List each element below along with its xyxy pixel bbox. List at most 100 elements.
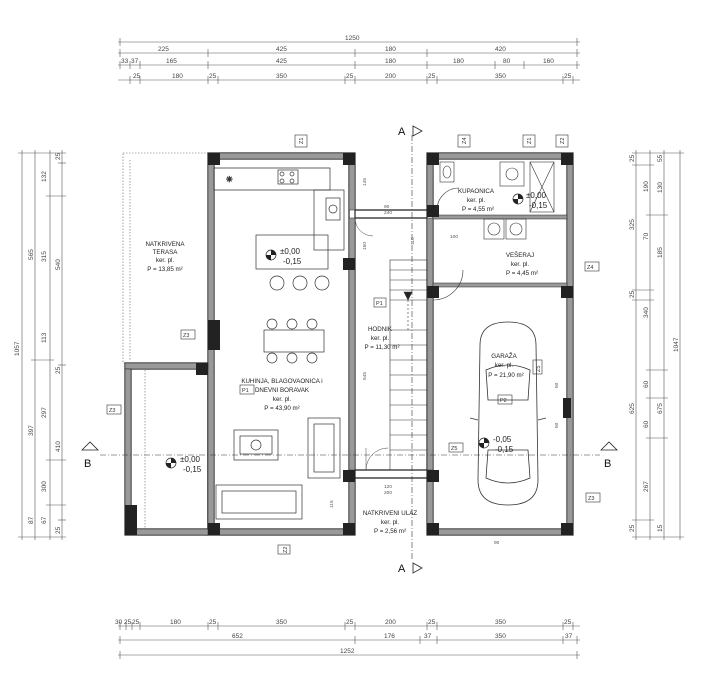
svg-text:✳: ✳ (226, 175, 233, 184)
room-garaza: GARAŽA ker. pl. P = 21,90 m² (488, 352, 523, 379)
room-hodnik: HODNIK ker. pl. P = 11,30 m² (364, 326, 399, 351)
inner-dim-90: 90 (384, 204, 390, 210)
dim-right-14: 267 (643, 481, 650, 492)
room-garaza-name: GARAŽA (491, 352, 517, 360)
dim-top-r3-7: 80 (503, 58, 511, 65)
dim-right-12: 625 (629, 403, 636, 414)
tag-z3-right: Z3 (588, 496, 594, 502)
room-veseraj-name: VEŠERAJ (506, 252, 534, 259)
dim-top-r4-8: 350 (495, 73, 506, 80)
room-kupaonica-area: P = 4,55 m² (462, 206, 494, 213)
room-ulaz-area: P = 2,56 m² (374, 528, 406, 535)
garage-car (469, 321, 547, 506)
dim-right-2: 55 (657, 154, 664, 162)
dim-left-9: 297 (41, 407, 48, 418)
kitchen-counter: ✳ (213, 167, 345, 270)
inner-dim-100: 100 (450, 234, 458, 240)
dim-bot-r1-10: 350 (495, 619, 506, 626)
dim-left-2: 132 (41, 171, 48, 182)
dim-bot-r1-11: 25 (564, 619, 572, 626)
inner-dim-200: 200 (384, 490, 392, 496)
room-veseraj-finish: ker. pl. (511, 261, 530, 268)
dim-left-10: 410 (55, 441, 62, 452)
room-terasa: NATKRIVENA TERASA ker. pl. P = 13,85 m² (145, 241, 185, 273)
level-terrace-2: -0,15 (183, 465, 202, 474)
room-garaza-finish: ker. pl. (495, 362, 514, 369)
inner-dim-240: 240 (384, 210, 392, 216)
inner-dim-90b: 90 (494, 540, 500, 546)
room-ulaz: NATKRIVENI ULAZ ker. pl. P = 2,56 m² (363, 510, 417, 535)
dim-bot-r1-1: 30 (115, 619, 123, 626)
laundry-machines (432, 218, 527, 301)
room-terasa-name1: NATKRIVENA (145, 241, 185, 248)
dim-left-4: 315 (41, 251, 48, 262)
level-garage-2: -0,15 (495, 445, 514, 454)
dim-left-13: 67 (41, 516, 48, 524)
dim-bot-r1-5: 25 (209, 619, 217, 626)
inner-dim-60a: 60 (554, 382, 560, 388)
dim-top-r3-1: 33 (121, 58, 129, 65)
dim-bot-total: 1252 (340, 648, 355, 655)
tag-z2-bottom: Z2 (283, 547, 289, 553)
section-b-left: B (84, 458, 91, 470)
room-ulaz-finish: ker. pl. (381, 519, 400, 526)
tag-z4-top: Z4 (462, 138, 468, 144)
room-veseraj-area: P = 4,45 m² (506, 270, 538, 277)
bottom-dimension-lines (118, 622, 580, 659)
dim-top-r2-3: 180 (385, 46, 396, 53)
tag-z4-right: Z4 (587, 265, 593, 271)
room-kupaonica: KUPAONICA ker. pl. P = 4,55 m² (458, 188, 495, 213)
level-marker-garage: -0,05 -0,15 (478, 435, 514, 454)
dim-left-3: 565 (28, 249, 35, 260)
dim-right-3: 190 (643, 181, 650, 192)
terrace-outline (122, 152, 209, 536)
structural-columns (125, 153, 573, 535)
zone-tag-labels: Z1 Z4 Z1 Z2 Z3 Z3 Z5 Z4 Z5 Z3 Z2 P1 P1 P… (109, 138, 594, 553)
inner-dim-60b: 60 (554, 422, 560, 428)
dim-bot-r2-5: 37 (565, 633, 573, 640)
dim-bot-r1-9: 25 (428, 619, 436, 626)
inner-dim-150: 150 (362, 242, 368, 250)
room-hodnik-finish: ker. pl. (371, 335, 390, 342)
level-marker-kitchen: ±0,00 -0,15 (265, 247, 302, 266)
room-hodnik-area: P = 11,30 m² (364, 344, 399, 351)
dim-bot-r1-3: 25 (132, 619, 140, 626)
section-a-top: A (398, 126, 406, 138)
dim-bot-r1-4: 180 (170, 619, 181, 626)
right-dimension-lines (632, 150, 684, 540)
right-dimension-values: 25 55 190 130 325 70 185 25 340 60 60 62… (629, 154, 680, 532)
living-furniture (215, 417, 341, 520)
dim-top-r2-1: 225 (158, 46, 169, 53)
room-hodnik-name: HODNIK (368, 326, 393, 333)
dim-right-5: 325 (629, 219, 636, 230)
dim-top-r3-6: 180 (453, 58, 464, 65)
inner-dimensions: 145 150 545 115 110 100 90 240 120 200 6… (329, 178, 560, 546)
tag-z2-top-right: Z2 (560, 138, 566, 144)
tag-z3-terrace: Z3 (183, 333, 189, 339)
bar-stools (269, 275, 330, 291)
dim-left-5: 540 (55, 259, 62, 270)
room-terasa-finish: ker. pl. (156, 257, 175, 264)
tag-p2-garage: P2 (500, 398, 507, 404)
dim-top-r2-4: 420 (495, 46, 506, 53)
dim-top-r3-2: 37 (131, 58, 139, 65)
section-lines (100, 135, 600, 560)
dim-right-total: 1047 (673, 337, 680, 352)
dim-top-r4-7: 25 (428, 73, 436, 80)
dim-right-7: 185 (657, 247, 664, 258)
level-marker-bath: ±0,00 -0,15 (512, 191, 548, 210)
dim-top-r3-4: 425 (276, 58, 287, 65)
level-garage-1: -0,05 (493, 435, 512, 444)
top-dimension-values: 1250 225 425 180 420 33 37 165 425 180 1… (121, 35, 572, 80)
inner-dim-145: 145 (362, 178, 368, 186)
left-dimension-values: 25 132 565 315 540 113 25 1057 397 297 4… (14, 152, 62, 534)
room-veseraj: VEŠERAJ ker. pl. P = 4,45 m² (506, 252, 538, 277)
bottom-dimension-values: 30 25 25 180 25 350 25 200 25 350 25 652… (115, 619, 573, 655)
level-bath-2: -0,15 (529, 201, 548, 210)
dim-bot-r1-6: 350 (276, 619, 287, 626)
door-swings (354, 217, 389, 471)
dim-top-r3-3: 165 (166, 58, 177, 65)
dim-right-6: 70 (643, 232, 650, 240)
dim-left-6: 113 (41, 332, 48, 343)
